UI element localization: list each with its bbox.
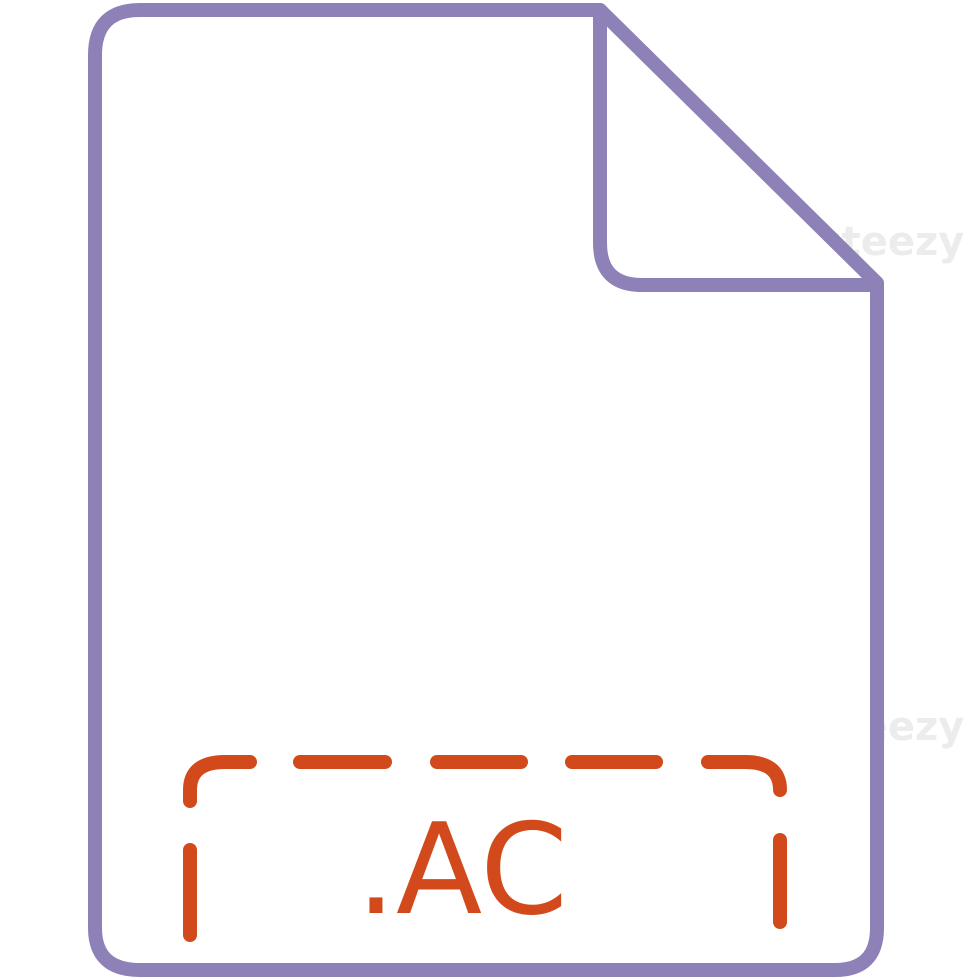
document-outline xyxy=(88,3,884,977)
file-extension-label: .AC xyxy=(356,796,568,943)
dashed-label-frame xyxy=(183,755,787,942)
folded-corner-icon xyxy=(593,3,884,292)
